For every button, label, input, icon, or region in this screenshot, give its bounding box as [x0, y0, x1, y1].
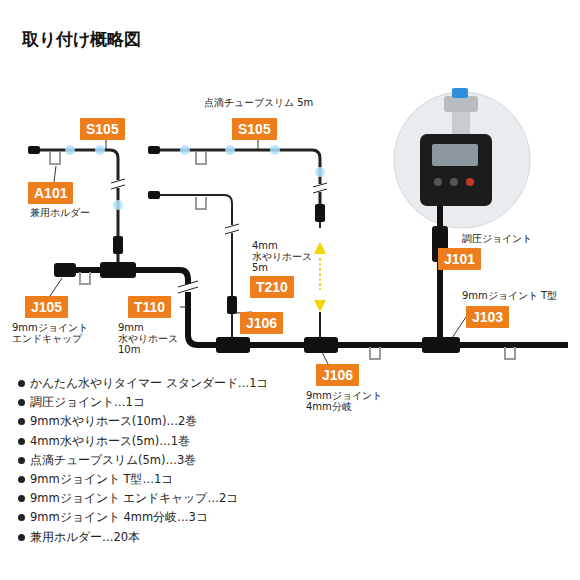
diagram-title: 取り付け概略図	[22, 28, 141, 51]
part-label: 9mmジョイント T型	[462, 290, 557, 301]
callout-box: J103	[466, 306, 509, 328]
callout-code: J103	[472, 309, 503, 325]
parts-list-item: 点滴チューブスリム(5m)…3巻	[30, 453, 196, 467]
break-mark	[225, 224, 239, 234]
list-bullet	[18, 457, 25, 464]
yellow-arrow	[314, 242, 326, 254]
callout-box: T210	[250, 276, 294, 298]
timer-backdrop	[394, 92, 530, 228]
tube-connector	[315, 204, 325, 222]
faucet-handle	[452, 88, 468, 98]
callout-box: S105	[232, 118, 277, 140]
part-label: 9mmジョイント エンドキャップ	[12, 322, 92, 344]
callout-code: T210	[256, 279, 288, 295]
parts-list-item: 9mm水やりホース(10m)…2巻	[30, 414, 197, 428]
callout-box: J101	[438, 248, 481, 270]
list-bullet	[18, 476, 25, 483]
drip-point	[65, 145, 75, 155]
callout-code: J106	[322, 367, 353, 383]
parts-list-item: 調圧ジョイント…1コ	[30, 395, 145, 409]
hose-4mm	[156, 195, 232, 345]
callout-code: J101	[444, 251, 475, 267]
part-label: 調圧ジョイント	[462, 233, 532, 244]
tube-end	[28, 146, 40, 154]
list-bullet	[18, 438, 25, 445]
timer-button	[450, 178, 458, 186]
break-mark	[313, 183, 327, 193]
list-bullet	[18, 534, 25, 541]
parts-list-item: かんたん水やりタイマー スタンダード…1コ	[30, 376, 268, 390]
callout-code: J106	[246, 315, 277, 331]
part-label: 9mm 水やりホース 10m	[118, 322, 174, 355]
tube-connector	[113, 236, 123, 254]
timer-body	[420, 134, 492, 206]
drip-point	[225, 145, 235, 155]
timer-button	[466, 178, 474, 186]
parts-list-item: 兼用ホルダー…20本	[30, 530, 140, 544]
list-bullet	[18, 495, 25, 502]
timer-screen	[432, 144, 478, 166]
part-label: 4mm 水やりホース 5m	[252, 240, 314, 273]
timer-button	[434, 178, 442, 186]
callout-code: S105	[238, 121, 271, 137]
tee-joint	[422, 337, 460, 353]
break-mark	[178, 281, 198, 293]
tube-connector	[227, 296, 237, 314]
hose-gap	[316, 228, 324, 312]
callout-box: J106	[240, 312, 283, 334]
callout-box: J106	[316, 364, 359, 386]
parts-list-item: 4mm水やりホース(5m)…1巻	[30, 434, 190, 448]
branch-joint	[304, 337, 338, 353]
callout-code: J105	[31, 299, 62, 315]
drip-tube	[156, 150, 320, 215]
list-bullet	[18, 399, 25, 406]
callout-code: A101	[34, 185, 67, 201]
yellow-arrow	[314, 300, 326, 312]
break-mark	[110, 180, 126, 188]
parts-list-item: 9mmジョイント T型…1コ	[30, 472, 173, 486]
break-mark	[312, 184, 328, 192]
part-label: 点滴チューブスリム 5m	[204, 97, 313, 108]
list-bullet	[18, 380, 25, 387]
drip-point	[315, 167, 325, 177]
break-mark	[111, 179, 125, 189]
list-bullet	[18, 514, 25, 521]
callout-box: A101	[28, 182, 73, 204]
drip-point	[270, 145, 280, 155]
break-mark	[224, 225, 240, 233]
end-cap	[54, 263, 76, 277]
part-label: 9mmジョイント 4mm分岐	[306, 390, 386, 412]
callout-box: T110	[128, 296, 171, 318]
tube-end	[148, 146, 160, 154]
leader-line	[50, 140, 466, 364]
length-marker	[319, 258, 321, 290]
part-label: 兼用ホルダー	[30, 207, 90, 218]
holder	[50, 152, 515, 359]
callout-box: S105	[80, 118, 125, 140]
tube-end	[148, 191, 160, 199]
list-bullet	[18, 418, 25, 425]
callout-code: S105	[86, 121, 119, 137]
faucet-body	[444, 96, 478, 112]
callout-code: T110	[134, 299, 165, 315]
faucet-spout	[452, 112, 470, 134]
branch-joint	[216, 337, 250, 353]
parts-list-item: 9mmジョイント 4mm分岐…3コ	[30, 510, 208, 524]
drip-point	[95, 145, 105, 155]
callout-box: J105	[25, 296, 68, 318]
parts-list-item: 9mmジョイント エンドキャップ…2コ	[30, 491, 238, 505]
drip-point	[180, 145, 190, 155]
tee-joint	[100, 262, 136, 278]
drip-point	[113, 200, 123, 210]
